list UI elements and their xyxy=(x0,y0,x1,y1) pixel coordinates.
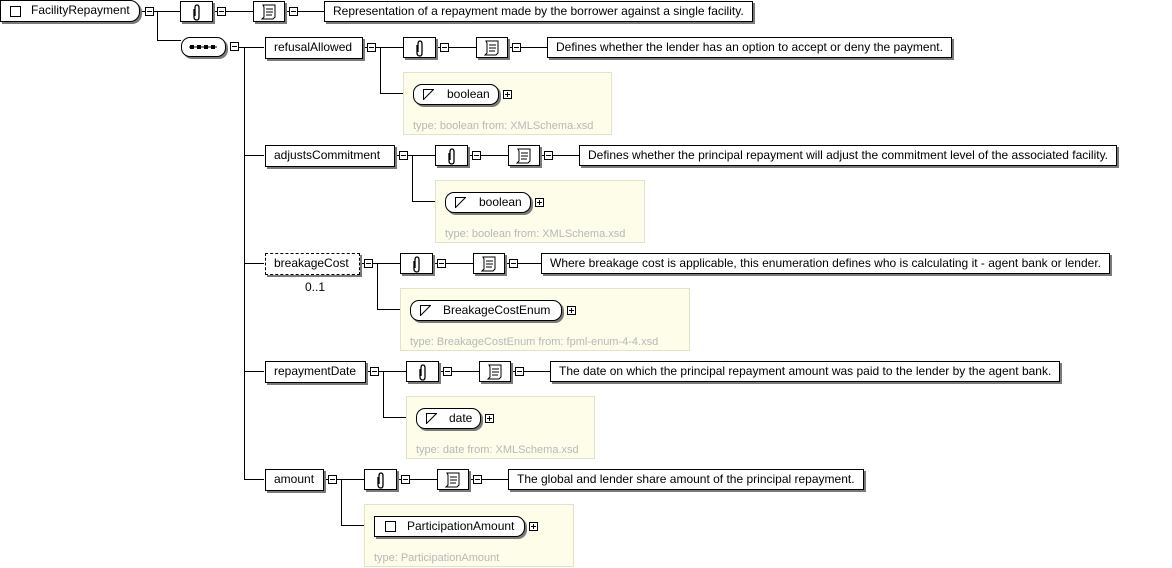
repayment-date-documentation-text: The date on which the principal repaymen… xyxy=(550,361,1061,382)
amount-documentation-toggle[interactable] xyxy=(473,475,482,484)
type-expand-toggle[interactable] xyxy=(567,306,576,315)
simple-type-icon xyxy=(455,197,466,208)
element-repayment-date[interactable]: repaymentDate xyxy=(265,361,366,383)
paperclip-icon xyxy=(413,256,420,273)
root-collapse-toggle[interactable] xyxy=(145,7,154,16)
element-label: breakageCost xyxy=(274,256,349,270)
refusal-allowed-type-box: boolean type: boolean from: XMLSchema.xs… xyxy=(403,72,612,135)
type-expand-toggle[interactable] xyxy=(485,414,494,423)
repayment-date-annotation-box[interactable] xyxy=(406,361,439,382)
element-refusal-allowed[interactable]: refusalAllowed xyxy=(265,37,363,59)
type-boolean[interactable]: boolean xyxy=(445,192,531,213)
scroll-document-icon xyxy=(486,364,502,380)
repayment-date-documentation-toggle[interactable] xyxy=(515,367,524,376)
sequence-collapse-toggle[interactable] xyxy=(230,42,239,51)
scroll-document-icon xyxy=(515,148,531,164)
paperclip-icon xyxy=(377,472,384,489)
simple-type-icon xyxy=(420,305,431,316)
repayment-date-type-box: date type: date from: XMLSchema.xsd xyxy=(406,396,595,459)
simple-type-icon xyxy=(426,413,437,424)
element-label: repaymentDate xyxy=(274,364,357,378)
refusal-allowed-documentation-text: Defines whether the lender has an option… xyxy=(547,37,952,58)
repayment-date-collapse-toggle[interactable] xyxy=(370,367,379,376)
scroll-document-icon xyxy=(483,40,499,56)
type-expand-toggle[interactable] xyxy=(529,522,538,531)
paperclip-icon xyxy=(448,148,455,165)
refusal-allowed-documentation-toggle[interactable] xyxy=(512,43,521,52)
refusal-allowed-annotation-box[interactable] xyxy=(403,37,436,58)
root-documentation-text: Representation of a repayment made by th… xyxy=(324,1,753,22)
adjusts-commitment-annotation-box[interactable] xyxy=(435,145,468,166)
type-caption: type: date from: XMLSchema.xsd xyxy=(416,444,579,456)
amount-type-box: ParticipationAmount type: ParticipationA… xyxy=(364,504,574,567)
type-caption: type: ParticipationAmount xyxy=(374,552,500,564)
element-label: amount xyxy=(274,472,315,486)
breakage-cost-documentation-toggle[interactable] xyxy=(509,259,518,268)
complex-type-icon xyxy=(385,521,396,532)
paperclip-icon xyxy=(193,4,200,21)
paperclip-icon xyxy=(419,364,426,381)
breakage-cost-documentation-text: Where breakage cost is applicable, this … xyxy=(541,253,1110,274)
amount-collapse-toggle[interactable] xyxy=(328,475,337,484)
adjusts-commitment-annotation-toggle[interactable] xyxy=(472,151,481,160)
refusal-allowed-documentation-box[interactable] xyxy=(476,37,508,58)
root-annotation-toggle[interactable] xyxy=(217,7,226,16)
type-date[interactable]: date xyxy=(416,408,481,429)
root-element-label: FacilityRepayment xyxy=(31,3,130,17)
type-boolean[interactable]: boolean xyxy=(413,84,499,105)
amount-annotation-box[interactable] xyxy=(364,469,397,490)
breakage-cost-documentation-box[interactable] xyxy=(473,253,505,274)
adjusts-commitment-documentation-text: Defines whether the principal repayment … xyxy=(579,145,1118,166)
type-caption: type: BreakageCostEnum from: fpml-enum-4… xyxy=(410,336,659,348)
element-label: adjustsCommitment xyxy=(274,148,381,162)
complex-type-icon xyxy=(10,6,21,17)
sequence-icon xyxy=(189,45,217,49)
type-caption: type: boolean from: XMLSchema.xsd xyxy=(445,228,626,240)
refusal-allowed-collapse-toggle[interactable] xyxy=(367,43,376,52)
breakage-cost-collapse-toggle[interactable] xyxy=(364,259,373,268)
scroll-document-icon xyxy=(480,256,496,272)
type-expand-toggle[interactable] xyxy=(503,90,512,99)
root-documentation-toggle[interactable] xyxy=(289,7,298,16)
amount-documentation-box[interactable] xyxy=(437,469,469,490)
adjusts-commitment-type-box: boolean type: boolean from: XMLSchema.xs… xyxy=(435,180,645,243)
amount-documentation-text: The global and lender share amount of th… xyxy=(508,469,864,490)
type-expand-toggle[interactable] xyxy=(535,198,544,207)
refusal-allowed-annotation-toggle[interactable] xyxy=(440,43,449,52)
sequence-compositor[interactable] xyxy=(181,37,226,57)
root-annotation-box[interactable] xyxy=(180,1,213,22)
adjusts-commitment-documentation-box[interactable] xyxy=(508,145,540,166)
adjusts-commitment-collapse-toggle[interactable] xyxy=(399,151,408,160)
element-adjusts-commitment[interactable]: adjustsCommitment xyxy=(265,145,395,167)
element-label: refusalAllowed xyxy=(274,40,353,54)
breakage-cost-annotation-toggle[interactable] xyxy=(437,259,446,268)
cardinality-label: 0..1 xyxy=(305,280,326,294)
scroll-document-icon xyxy=(444,472,460,488)
root-documentation-box[interactable] xyxy=(253,1,285,22)
type-breakage-cost-enum[interactable]: BreakageCostEnum xyxy=(410,300,562,321)
repayment-date-documentation-box[interactable] xyxy=(479,361,511,382)
breakage-cost-annotation-box[interactable] xyxy=(400,253,433,274)
element-breakage-cost[interactable]: breakageCost xyxy=(265,253,360,275)
type-participation-amount[interactable]: ParticipationAmount xyxy=(374,516,525,537)
repayment-date-annotation-toggle[interactable] xyxy=(443,367,452,376)
element-amount[interactable]: amount xyxy=(265,469,324,491)
type-caption: type: boolean from: XMLSchema.xsd xyxy=(413,120,594,132)
paperclip-icon xyxy=(416,40,423,57)
adjusts-commitment-documentation-toggle[interactable] xyxy=(544,151,553,160)
breakage-cost-type-box: BreakageCostEnum type: BreakageCostEnum … xyxy=(400,288,690,351)
simple-type-icon xyxy=(423,89,434,100)
scroll-document-icon xyxy=(260,4,276,20)
root-element-facility-repayment[interactable]: FacilityRepayment xyxy=(0,0,140,22)
amount-annotation-toggle[interactable] xyxy=(401,475,410,484)
